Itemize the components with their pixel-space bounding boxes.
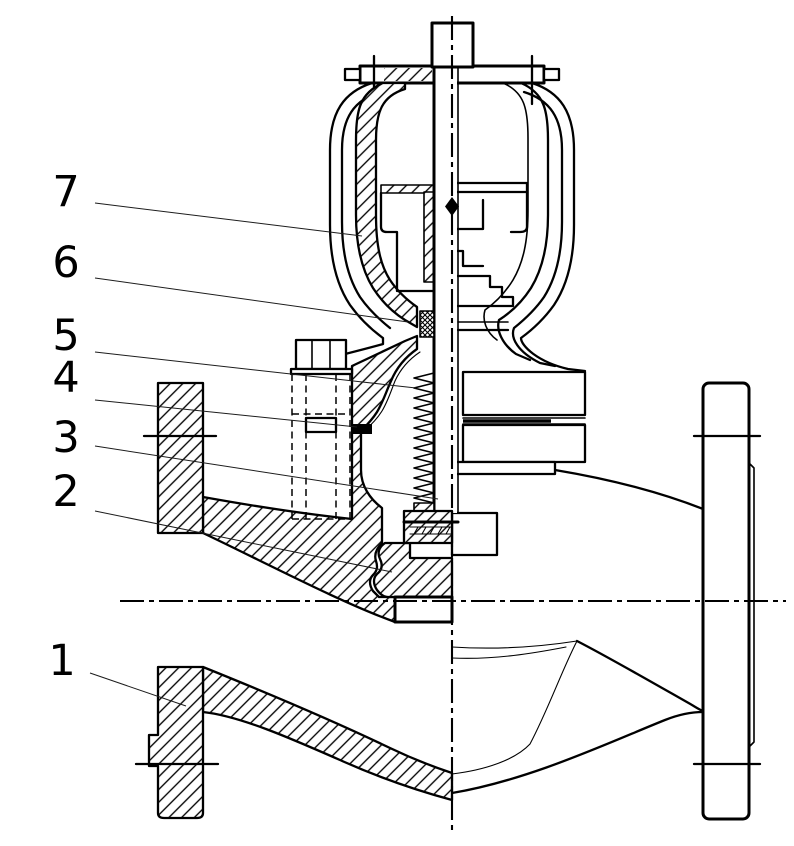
bellows-housing-sheet [364,351,421,431]
inlet-flange-upper [156,381,205,535]
plug-thread-hatch [413,526,451,535]
callout-label-5: 5 [52,311,79,361]
body-step-plate [445,460,557,476]
callout-label-7: 7 [52,167,79,217]
callout-leader-3 [94,445,439,500]
flange-blocks-right [445,370,587,476]
yoke-flange-tab-left [343,67,362,82]
stem-collar-steps-right [453,274,515,308]
bell-outer-right [519,81,587,373]
plug [402,509,460,545]
bolt-washer [289,367,354,376]
yoke-top-flange-hatch [384,68,432,81]
callout-label-1: 1 [48,636,75,686]
bonnet-wall-right-outer [497,81,550,362]
callout-label-3: 3 [52,413,79,463]
bonnet-flange-right [461,370,587,417]
callout-leader-2 [94,510,393,573]
flow-curve-upper [451,640,578,649]
seat-ring-section [372,541,454,599]
bonnet-cavity-left [379,191,436,293]
stem-centre-diamond-marker [445,197,459,216]
seat-exterior-right [450,511,499,557]
outlet-flange-lip [748,462,755,748]
bonnet-gasket [352,424,372,434]
inlet-lower-wall-section [201,665,454,802]
callout-leader-7 [94,202,363,237]
bell-outer-left [295,81,385,368]
flow-curve-upper-2 [451,646,567,659]
bonnet-cavity-right [509,190,529,234]
stem-rod-fill [434,67,457,513]
callout-leader-1 [89,672,187,707]
callout-leader-6 [94,277,409,323]
yoke-flange-tab-right [542,67,561,82]
bonnet-wall-section-left [354,81,419,329]
body-left-section [134,334,454,820]
callout-label-6: 6 [52,238,79,288]
callout-label-2: 2 [52,467,79,517]
callout-leader-4 [94,399,358,428]
bolt-hex-head [294,338,348,371]
callout-leader-5 [94,351,417,389]
centerlines [120,16,786,833]
seat-assembly [372,511,499,624]
stem-guide-steps-right [453,198,485,268]
inlet-flange-lower [147,665,205,820]
bellows-convolutions [413,372,435,504]
flow-ridge [575,639,705,713]
packing-ring [419,310,435,338]
guide-plate-right [453,181,529,194]
bellows [413,372,435,513]
body-neck-section [201,334,419,624]
bell-inner-right [511,90,564,368]
flow-curve-lower [451,640,578,775]
callout-label-4: 4 [52,353,79,403]
bolt-mid-section [304,416,338,434]
body-flange-right [461,423,587,464]
bell-inner-left [340,90,392,330]
bonnet-wall-right-inner [483,82,529,341]
bonnet-bolt [289,338,354,520]
body-bottom-outline [450,710,705,795]
body-shoulder-top [553,468,705,511]
